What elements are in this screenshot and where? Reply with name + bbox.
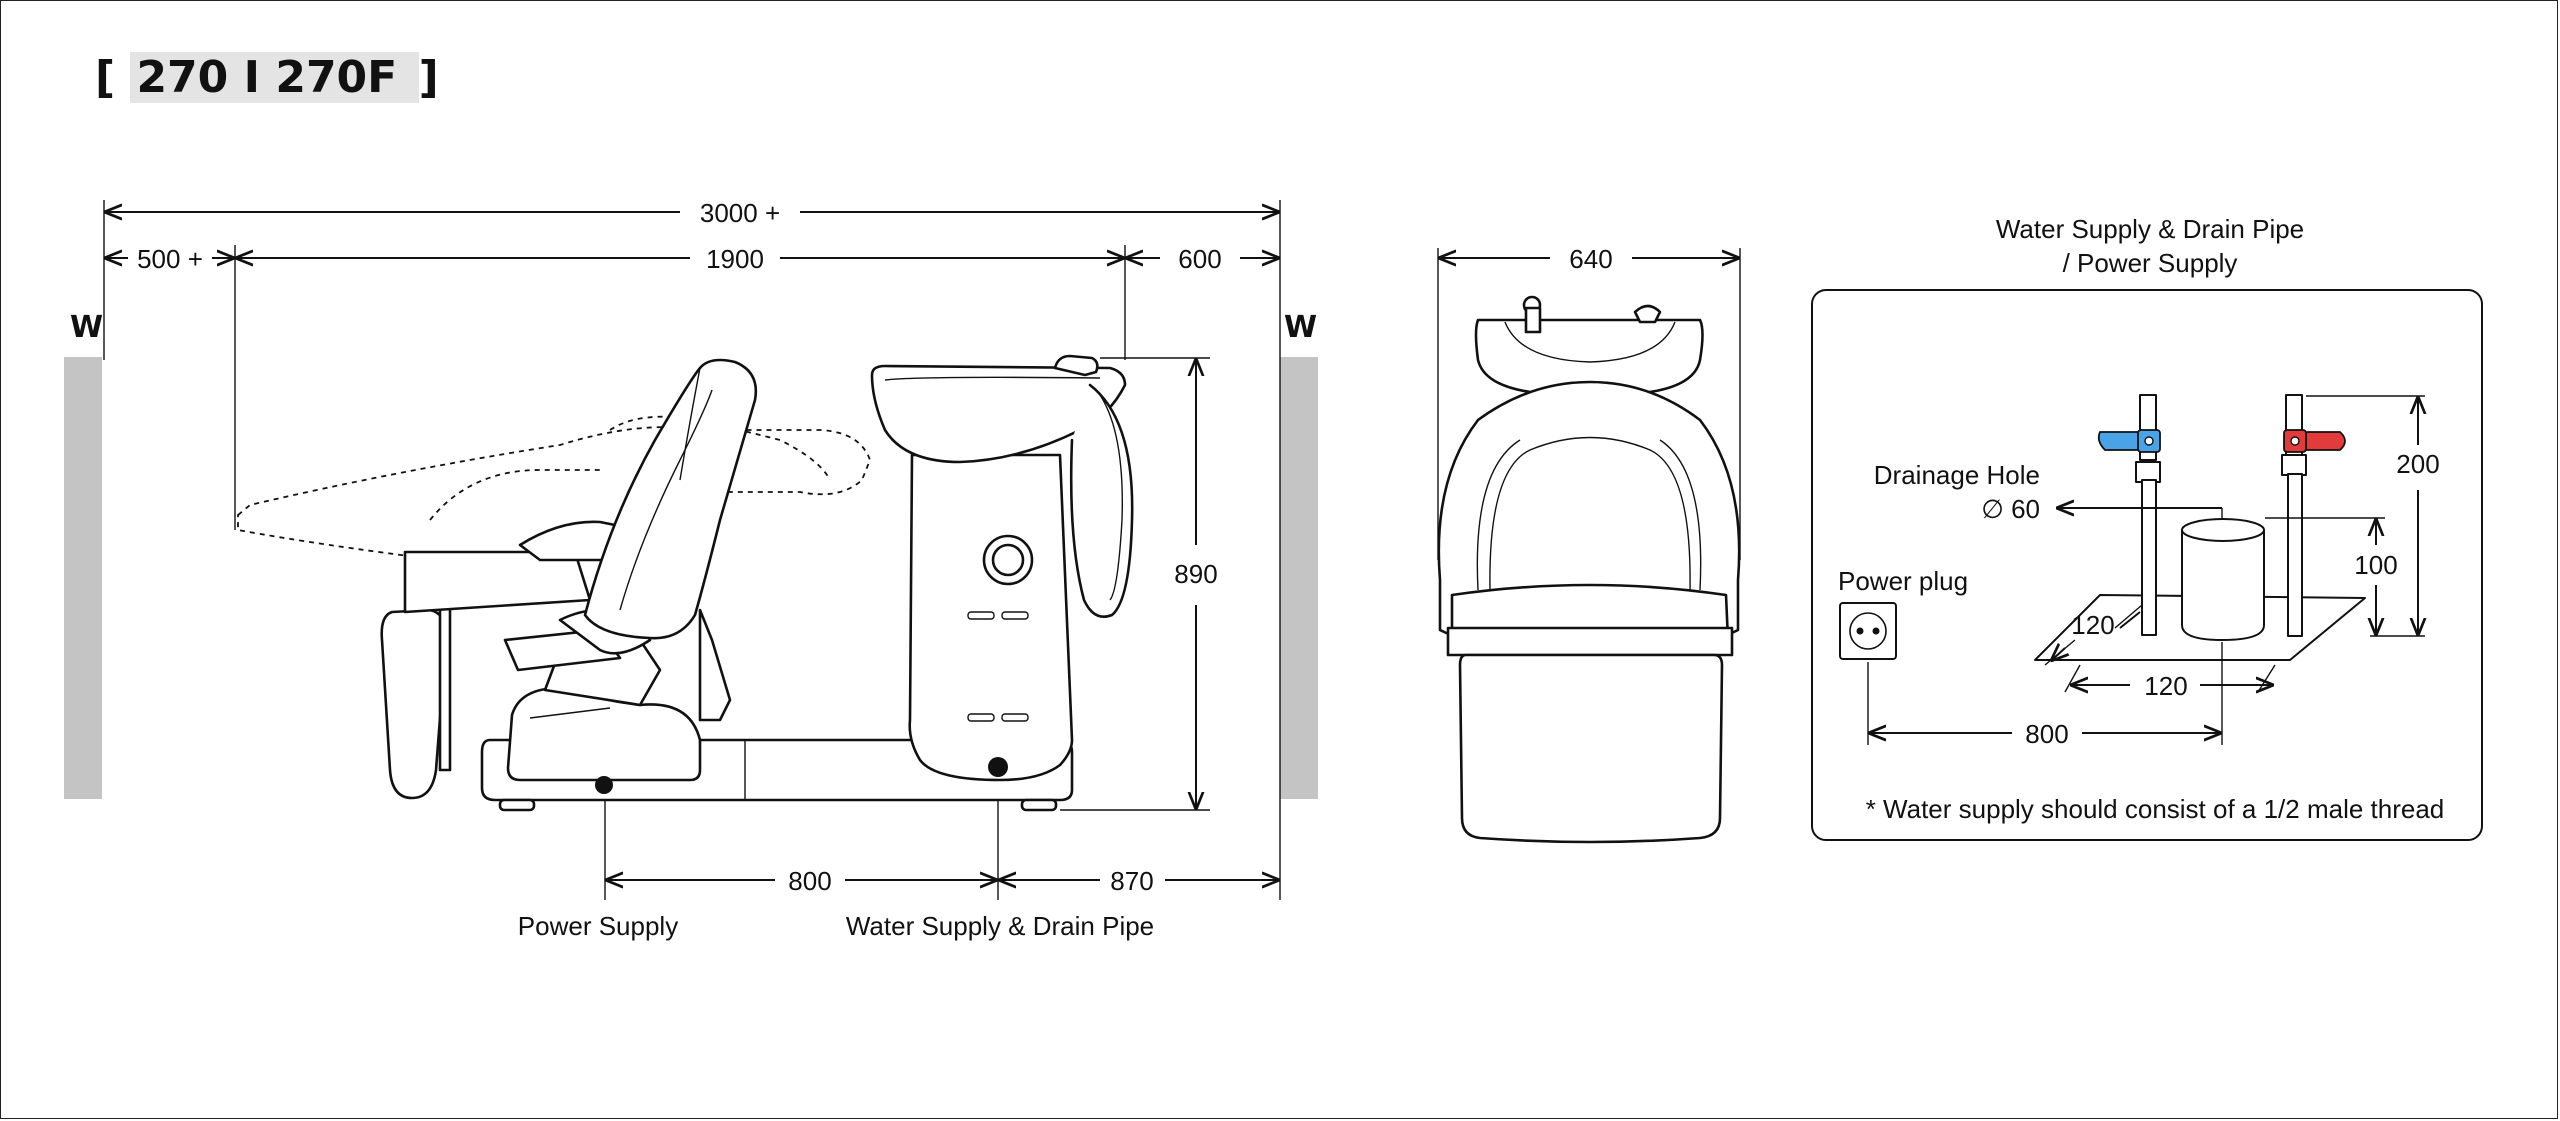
power-plug-label: Power plug (1838, 566, 1968, 596)
dim-rear-clearance: 500 + (137, 244, 203, 274)
left-wall: W (64, 310, 103, 799)
title-separator: I (243, 52, 260, 103)
title-bracket-close: ] (418, 52, 439, 103)
drainage-hole-size: ∅ 60 (1981, 494, 2040, 524)
detail-heading-line1: Water Supply & Drain Pipe (1996, 214, 2304, 244)
drainage-hole-label: Drainage Hole (1874, 460, 2040, 490)
label-water-supply: Water Supply & Drain Pipe (846, 911, 1154, 941)
water-thread-note: * Water supply should consist of a 1/2 m… (1866, 794, 2445, 824)
front-view-dimensions: 640 (1437, 244, 1741, 560)
front-view-shampoo-unit (1437, 295, 1741, 844)
title-bracket-open: [ (95, 52, 116, 103)
dim-unit-width: 640 (1569, 244, 1612, 274)
side-view-shampoo-unit (237, 354, 1134, 812)
right-wall-label: W (1284, 310, 1317, 345)
dim-unit-height: 890 (1174, 559, 1217, 589)
dim-pipe-height: 200 (2396, 449, 2439, 479)
model-b: 270F (275, 52, 398, 103)
label-power-supply: Power Supply (518, 911, 678, 941)
hot-valve-icon (2299, 431, 2346, 451)
dim-unit-length: 1900 (706, 244, 764, 274)
dim-plug-offset: 800 (2025, 719, 2068, 749)
dim-depth: 120 (2071, 610, 2114, 640)
power-socket-icon (1839, 602, 1897, 660)
dim-power-to-water: 800 (788, 866, 831, 896)
model-a: 270 (136, 52, 229, 103)
detail-heading-line2: / Power Supply (2063, 248, 2238, 278)
detail-panel: Water Supply & Drain Pipe / Power Supply… (1811, 214, 2483, 841)
dim-width: 120 (2144, 671, 2187, 701)
dim-water-to-wall: 870 (1110, 866, 1153, 896)
detail-box (1811, 289, 2483, 841)
dim-total: 3000 + (700, 198, 780, 228)
left-wall-label: W (70, 310, 103, 345)
page-title: [ 270 I 270F ] (95, 52, 439, 108)
side-view-dimensions: 3000 + 500 + 1900 600 890 800 870 Power … (103, 198, 1281, 941)
dim-drain-height: 100 (2354, 550, 2397, 580)
right-wall: W (1280, 310, 1318, 799)
dim-front-clearance: 600 (1178, 244, 1221, 274)
